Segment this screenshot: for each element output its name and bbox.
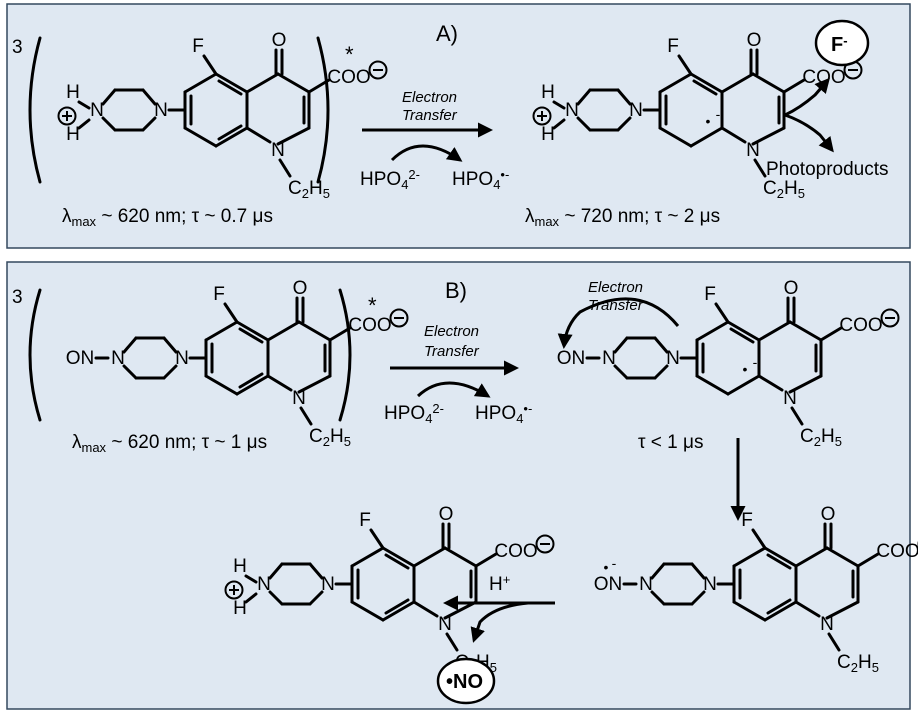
nitroso-label: ON — [594, 574, 623, 595]
nitroso-radical-dot: • — [604, 559, 609, 575]
fluorine-atom: F — [667, 36, 679, 57]
ring-nitrogen: N — [438, 614, 452, 635]
piperazine-n1: N — [111, 348, 125, 369]
panel-b-tau-intermediate: τ < 1 μs — [638, 432, 703, 453]
panel-a-excited-star: * — [345, 42, 354, 67]
panel-a-multiplicity: 3 — [12, 37, 23, 58]
piperazine-n1: N — [90, 100, 104, 121]
panel-a-arrow-label-1: Electron — [402, 89, 457, 106]
panel-b-multiplicity: 3 — [12, 287, 23, 308]
ring-nitrogen: N — [783, 388, 797, 409]
ring-nitrogen: N — [820, 614, 834, 635]
nitroso-label: ON — [557, 348, 586, 369]
radical-charge: - — [753, 354, 758, 370]
piperazine-n1: N — [602, 348, 616, 369]
fluorine-atom: F — [359, 510, 371, 531]
fluorine-atom: F — [192, 36, 204, 57]
carboxylate-label: COO — [494, 541, 537, 562]
panel-b-arrow-label-2: Transfer — [424, 343, 480, 360]
panel-b-excited-star: * — [368, 293, 377, 318]
fluorine-atom: F — [741, 510, 753, 531]
ammonium-h-top: H — [66, 82, 80, 103]
radical-charge: - — [716, 106, 721, 122]
carbonyl-oxygen: O — [747, 30, 762, 51]
carbonyl-oxygen: O — [439, 504, 454, 525]
piperazine-n1: N — [565, 100, 579, 121]
carbonyl-oxygen: O — [784, 278, 799, 299]
carboxylate-label: COO — [327, 67, 370, 88]
nitroso-radical-charge: - — [612, 555, 617, 571]
ring-nitrogen: N — [746, 140, 760, 161]
carbonyl-oxygen: O — [821, 504, 836, 525]
panel-a-arrow-label-2: Transfer — [402, 107, 458, 124]
panel-b-arrow-label-1: Electron — [424, 323, 479, 340]
radical-dot: • — [743, 361, 748, 377]
panel-a-label: A) — [436, 21, 458, 46]
ring-nitrogen: N — [292, 388, 306, 409]
no-radical-label: •NO — [446, 671, 483, 693]
panel-b-intra-label-1: Electron — [588, 279, 643, 296]
carboxylate-label: COO — [348, 315, 391, 336]
ammonium-h-top: H — [541, 82, 555, 103]
radical-dot: • — [706, 113, 711, 129]
ammonium-h-top: H — [233, 556, 247, 577]
piperazine-n1: N — [639, 574, 653, 595]
carbonyl-oxygen: O — [272, 30, 287, 51]
carboxylate-label: COO — [876, 541, 918, 562]
nitroso-label: ON — [66, 348, 95, 369]
fluorine-atom: F — [704, 284, 716, 305]
piperazine-n1: N — [257, 574, 271, 595]
photoproducts-label: Photoproducts — [766, 159, 889, 180]
ring-nitrogen: N — [271, 140, 285, 161]
carboxylate-label: COO — [839, 315, 882, 336]
carbonyl-oxygen: O — [293, 278, 308, 299]
panel-b-label: B) — [445, 278, 467, 303]
fluorine-atom: F — [213, 284, 225, 305]
